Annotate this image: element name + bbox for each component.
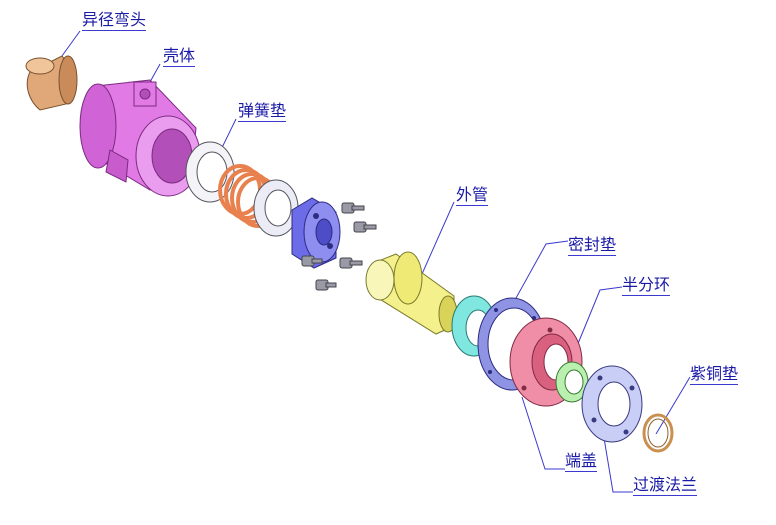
leader-lines xyxy=(53,30,691,493)
bolts xyxy=(301,202,377,291)
label-half-ring: 半分环 xyxy=(622,275,671,296)
leader-end-cap xyxy=(521,396,565,470)
copper-washer-part xyxy=(642,413,674,453)
housing-part xyxy=(79,79,201,197)
spring-washer-part xyxy=(253,179,299,237)
label-copper-washer: 紫铜垫 xyxy=(690,364,739,385)
outer-tube-part xyxy=(365,251,458,335)
leader-copper-washer xyxy=(655,376,691,435)
label-sealing-gasket: 密封垫 xyxy=(568,235,617,256)
leader-transition-flange xyxy=(600,419,633,493)
label-spring-washer: 弹簧垫 xyxy=(238,101,287,122)
transition-flange-part xyxy=(581,365,643,443)
reducer-elbow-part xyxy=(25,55,78,111)
bushing-part xyxy=(291,197,341,269)
label-end-cap: 端盖 xyxy=(565,451,598,472)
label-reducer-elbow: 异径弯头 xyxy=(82,10,147,31)
label-outer-tube: 外管 xyxy=(456,185,489,206)
label-housing: 壳体 xyxy=(163,46,196,67)
leader-outer-tube xyxy=(417,201,455,284)
half-ring-part xyxy=(555,361,589,403)
label-transition-flange: 过渡法兰 xyxy=(633,475,698,496)
